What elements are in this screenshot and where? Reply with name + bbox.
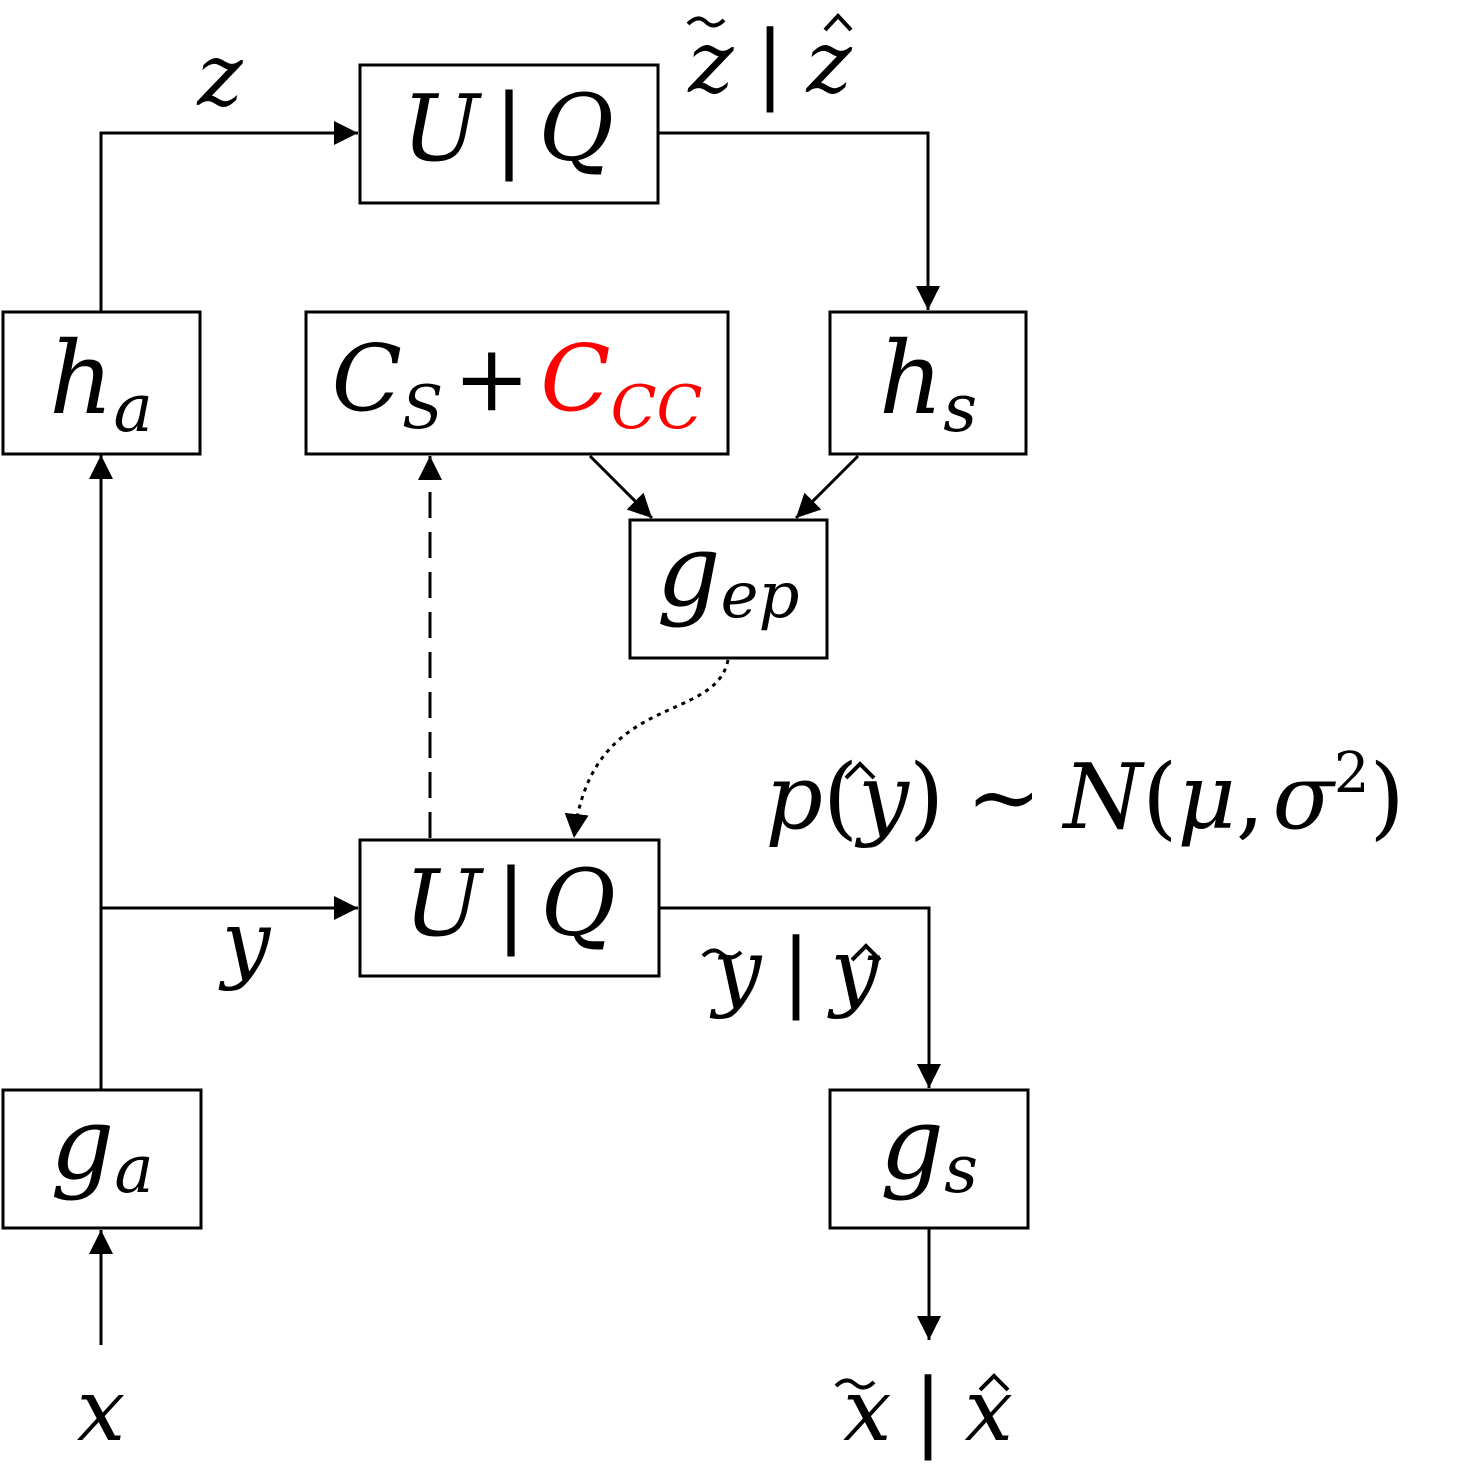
hyper-quantizer-box xyxy=(358,63,660,205)
edge-gep-to-quant-dotted xyxy=(564,659,730,839)
svg-text:x|x: x|x xyxy=(843,1361,1013,1461)
ha-box xyxy=(1,310,202,456)
hs-label: hs xyxy=(879,320,977,447)
z-tilde-hat-label: z|z xyxy=(686,13,853,113)
x-tilde-mark xyxy=(834,1378,876,1390)
z-tilde-mark xyxy=(686,16,726,28)
ha-label: ha xyxy=(49,320,153,447)
svg-text:p(y)~N(μ,σ2): p(y)~N(μ,σ2) xyxy=(765,741,1404,850)
ga-box xyxy=(1,1088,203,1230)
context-model-label: CS+CCC xyxy=(332,325,703,443)
hs-box xyxy=(828,310,1028,456)
edge-ha-to-hyper-quant xyxy=(99,121,358,312)
edge-hs-to-gep xyxy=(794,454,860,520)
x-label: x xyxy=(77,1361,126,1461)
edge-context-to-gep xyxy=(588,454,654,520)
probability-model-label: p(y)~N(μ,σ2) xyxy=(765,741,1404,850)
gs-box xyxy=(828,1088,1030,1230)
x-hat-mark xyxy=(978,1373,1010,1392)
z-hat-mark xyxy=(823,13,853,32)
y-tilde-mark xyxy=(701,948,743,960)
y-label: y xyxy=(218,893,272,993)
hyper-quantizer-label: U|Q xyxy=(402,75,614,182)
x-tilde-hat-label: x|x xyxy=(834,1361,1013,1461)
svg-text:z|z: z|z xyxy=(687,13,852,113)
edge-hyper-quant-to-hs xyxy=(658,131,940,310)
gs-label: gs xyxy=(880,1085,978,1208)
svg-text:y|y: y|y xyxy=(709,921,881,1021)
z-label: z xyxy=(196,26,243,126)
y-hat-mark xyxy=(850,943,882,962)
gep-label: gep xyxy=(657,512,800,633)
main-quantizer-label: U|Q xyxy=(404,850,616,957)
ga-label: ga xyxy=(50,1085,153,1208)
y-tilde-hat-label: y|y xyxy=(701,921,882,1021)
gep-box xyxy=(628,518,829,660)
main-quantizer-box xyxy=(358,838,661,978)
edge-main-quant-to-gs xyxy=(660,906,941,1088)
prob-y-hat-mark xyxy=(844,761,876,780)
context-model-box xyxy=(304,310,730,456)
